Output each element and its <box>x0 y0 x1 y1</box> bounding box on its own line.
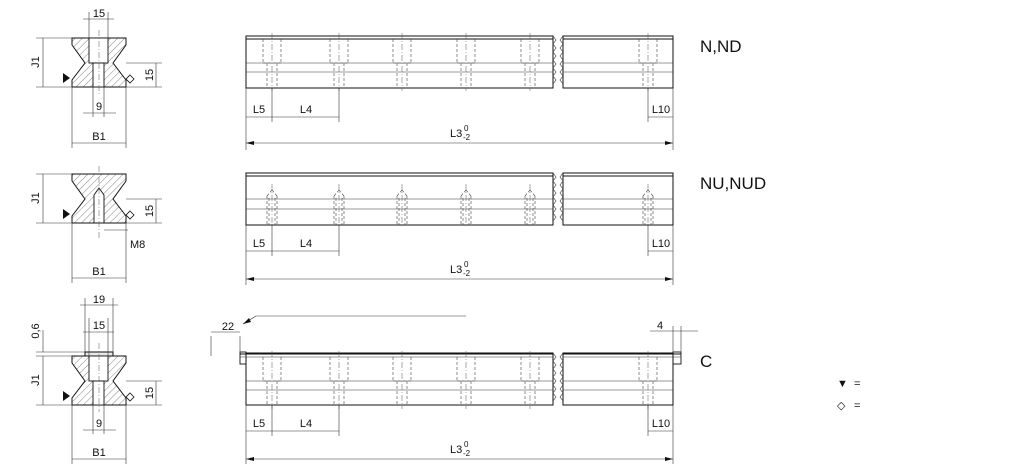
nu-hole-2 <box>333 184 345 228</box>
c-side-height-dim: 15 <box>144 387 156 399</box>
legend-diamond-text: = <box>854 400 860 412</box>
n-hole-1 <box>262 33 282 91</box>
c-reference-diamond-icon <box>125 392 135 402</box>
c-height-dim: J1 <box>30 374 42 386</box>
legend-diamond-icon: ◇ <box>837 400 846 412</box>
nu-hole-6 <box>642 184 654 228</box>
c-l4-dim: L4 <box>300 418 312 430</box>
c-top-width-dim: 15 <box>93 320 105 332</box>
c-cap-width-dim: 19 <box>93 294 105 306</box>
n-base-width-dim: B1 <box>92 131 105 143</box>
nu-l4-dim: L4 <box>300 238 312 250</box>
legend-triangle-text: = <box>854 378 860 390</box>
c-hole-1 <box>262 351 282 409</box>
c-hole-4 <box>456 351 476 409</box>
nu-l10-dim: L10 <box>652 238 670 250</box>
n-side-view: L5 L4 L10 L3 0 -2 <box>245 33 674 150</box>
c-base-width-dim: B1 <box>92 447 105 459</box>
c-cross-section: 19 15 0,6 J1 15 9 <box>30 294 162 464</box>
n-l3-dim: L3 <box>450 128 462 140</box>
n-hole-2 <box>329 33 349 91</box>
c-cap-height-dim: 0,6 <box>30 323 42 338</box>
nu-height-dim: J1 <box>30 192 42 204</box>
c-l5-dim: L5 <box>253 418 265 430</box>
n-reference-triangle-icon <box>63 73 70 83</box>
n-variant-label: N,ND <box>700 37 742 56</box>
c-l3-upper-tol: 0 <box>464 440 469 449</box>
n-l5-dim: L5 <box>253 104 265 116</box>
variant-nu-group: J1 15 M8 B1 <box>30 166 766 285</box>
n-reference-diamond-icon <box>125 74 135 84</box>
c-hole-dia-dim: 9 <box>96 418 102 430</box>
c-hole-3 <box>392 351 412 409</box>
nu-hole-4 <box>460 184 472 228</box>
n-hole-dia-dim: 9 <box>96 101 102 113</box>
c-reference-triangle-icon <box>63 391 70 401</box>
nu-side-view: L5 L4 L10 L3 0 -2 <box>245 172 674 285</box>
n-hole-4 <box>456 33 476 91</box>
n-l3-lower-tol: -2 <box>463 133 471 142</box>
c-right-overhang-dim: 4 <box>657 320 663 332</box>
nu-variant-label: NU,NUD <box>700 174 766 193</box>
n-hole-6 <box>638 33 658 91</box>
n-hole-3 <box>392 33 412 91</box>
nu-l3-dim: L3 <box>450 264 462 276</box>
n-height-dim: J1 <box>30 56 42 68</box>
variant-c-group: 19 15 0,6 J1 15 9 <box>30 294 712 464</box>
n-l10-dim: L10 <box>652 104 670 116</box>
legend-triangle-icon: ▼ <box>837 378 848 390</box>
nu-side-height-dim: 15 <box>144 205 156 217</box>
c-l3-dim: L3 <box>450 444 462 456</box>
nu-l5-dim: L5 <box>253 238 265 250</box>
n-l3-upper-tol: 0 <box>464 124 469 133</box>
n-top-width-dim: 15 <box>93 8 105 20</box>
c-hole-6 <box>638 351 658 409</box>
c-side-view: 22 4 L5 L4 L10 L3 0 -2 <box>210 315 698 464</box>
variant-n-group: 15 J1 15 9 B1 <box>30 8 742 150</box>
nu-reference-diamond-icon <box>125 210 135 220</box>
n-cross-section: 15 J1 15 9 B1 <box>30 8 162 148</box>
n-l4-dim: L4 <box>300 104 312 116</box>
nu-l3-lower-tol: -2 <box>463 269 471 278</box>
c-left-overhang-dim: 22 <box>222 321 234 333</box>
c-variant-label: C <box>700 352 712 371</box>
nu-thread-dim: M8 <box>130 239 145 251</box>
nu-hole-3 <box>396 184 408 228</box>
c-l10-dim: L10 <box>652 418 670 430</box>
n-side-height-dim: 15 <box>144 69 156 81</box>
nu-reference-triangle-icon <box>63 209 70 219</box>
nu-l3-upper-tol: 0 <box>464 260 469 269</box>
nu-hole-1 <box>266 184 278 228</box>
c-l3-lower-tol: -2 <box>463 449 471 458</box>
c-hole-2 <box>329 351 349 409</box>
nu-cross-section: J1 15 M8 B1 <box>30 166 162 283</box>
nu-base-width-dim: B1 <box>92 266 105 278</box>
c-hole-5 <box>520 351 540 409</box>
nu-hole-5 <box>524 184 536 228</box>
legend: ▼ = ◇ = <box>837 378 860 412</box>
n-hole-5 <box>520 33 540 91</box>
